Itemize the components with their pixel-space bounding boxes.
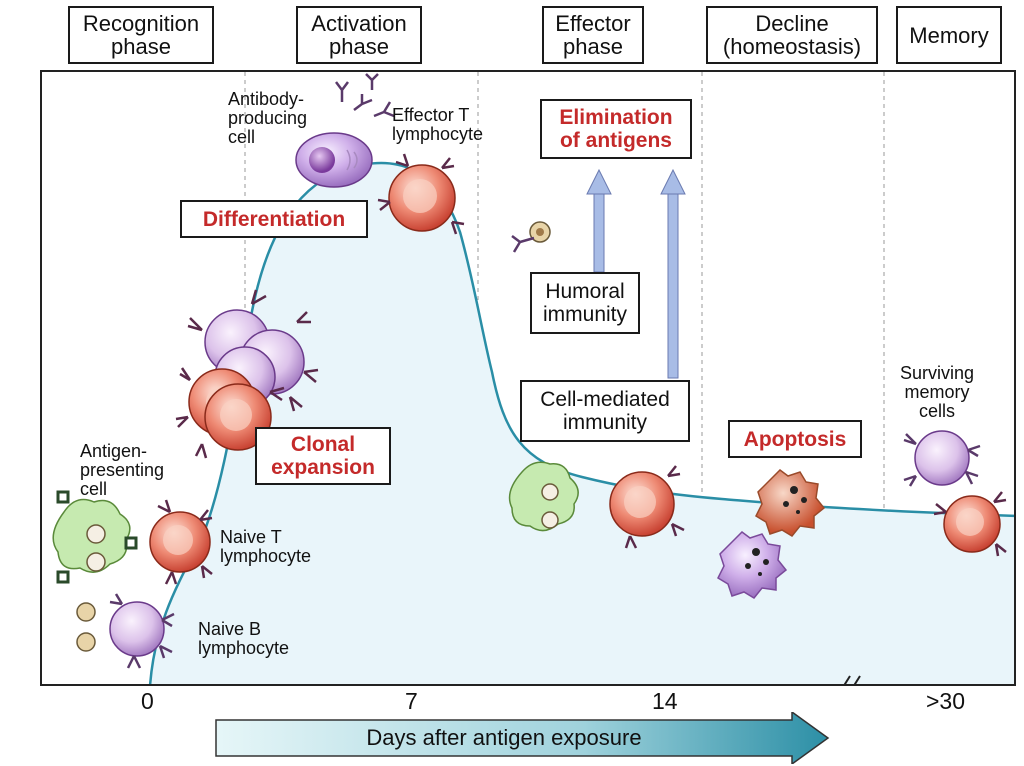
phase-activation: Activation phase [296,6,422,64]
antibody-icons [335,73,395,118]
differentiation-text: Differentiation [202,207,346,231]
antigen-presenting-cell [52,490,138,584]
label-line: memory [904,382,970,402]
response-curve-canvas [52,72,1014,684]
humoral-immunity-label: Humoral immunity [530,272,640,334]
x-tick-label: 14 [652,688,678,714]
phase-line: Decline [755,11,829,36]
label-line: cells [919,401,956,421]
days-axis-arrow: Days after antigen exposure [214,712,830,764]
phase-recognition: Recognition phase [68,6,214,64]
phase-memory: Memory [896,6,1002,64]
naive-b-lymphocyte [76,593,175,669]
antibody-producing-cell [295,132,373,188]
elimination-line: Elimination [559,106,673,129]
label-line: Surviving [900,363,975,383]
phase-line: phase [329,34,389,59]
phase-line: phase [563,34,623,59]
axis-break-mark [853,675,861,684]
effector-t-lymphocyte [377,153,465,235]
label-line: lymphocyte [198,638,290,658]
phase-line: Recognition [82,11,200,36]
label-line: presenting [80,460,165,480]
naive-b-lymphocyte-label: Naive B lymphocyte [198,620,289,658]
label-line: lymphocyte [220,546,312,566]
humoral-line: immunity [542,303,627,326]
apoptosis-text: Apoptosis [743,427,847,451]
clonal-expansion-line: expansion [271,456,375,479]
phase-line: Activation [311,11,407,36]
antigen-presenting-cell-label: Antigen- presenting cell [80,442,164,499]
apoptotic-cell [717,531,788,599]
phase-decline: Decline (homeostasis) [706,6,878,64]
apoptotic-cell [755,469,826,537]
naive-t-lymphocyte [149,499,213,585]
naive-t-lymphocyte-label: Naive T lymphocyte [220,528,311,566]
x-tick-label: 7 [405,688,418,714]
label-line: Naive B [198,619,262,639]
label-line: producing [228,108,308,128]
label-line: Antigen- [80,441,148,461]
cell-mediated-line: Cell-mediated [540,388,670,411]
x-axis-label: Days after antigen exposure [366,725,642,750]
antibody-producing-cell-label: Antibody- producing cell [228,90,307,147]
apoptosis-label: Apoptosis [728,420,862,458]
x-tick-label: >30 [926,688,966,714]
response-plot-area: Differentiation Clonal expansion Elimina… [40,70,1016,686]
phase-effector: Effector phase [542,6,644,64]
phase-line: Effector [555,11,631,36]
label-line: Antibody- [228,89,305,109]
surviving-memory-cells-label: Surviving memory cells [900,364,974,421]
memory-t-cell [933,491,1007,557]
phase-line: (homeostasis) [722,34,862,59]
clonal-expansion-line: Clonal [290,433,356,456]
response-area [150,163,1014,684]
arrow-shape [215,712,830,764]
effector-t-lymphocyte-label: Effector T lymphocyte [392,106,483,144]
cell-mediated-arrow [660,168,686,379]
differentiation-label: Differentiation [180,200,368,238]
antigen-presenting-cell [508,461,579,532]
response-curve [148,161,1014,684]
elimination-line: of antigens [559,129,672,152]
cell-mediated-immunity-label: Cell-mediated immunity [520,380,690,442]
label-line: Effector T [392,105,470,125]
cell-mediated-line: immunity [562,411,647,434]
elimination-of-antigens-label: Elimination of antigens [540,99,692,159]
label-line: cell [80,479,108,499]
memory-b-cell [903,430,981,487]
x-tick-label: 0 [141,688,154,714]
phase-line: Memory [909,22,989,48]
antibody-antigen-complex [511,221,551,253]
label-line: lymphocyte [392,124,484,144]
phase-line: phase [111,34,171,59]
effector-t-lymphocyte [609,465,685,549]
clonal-expansion-label: Clonal expansion [255,427,391,485]
axis-break-mark [843,675,851,684]
label-line: cell [228,127,256,147]
humoral-arrow [586,168,612,273]
humoral-line: Humoral [545,280,625,303]
label-line: Naive T [220,527,282,547]
t-cell [204,383,272,451]
